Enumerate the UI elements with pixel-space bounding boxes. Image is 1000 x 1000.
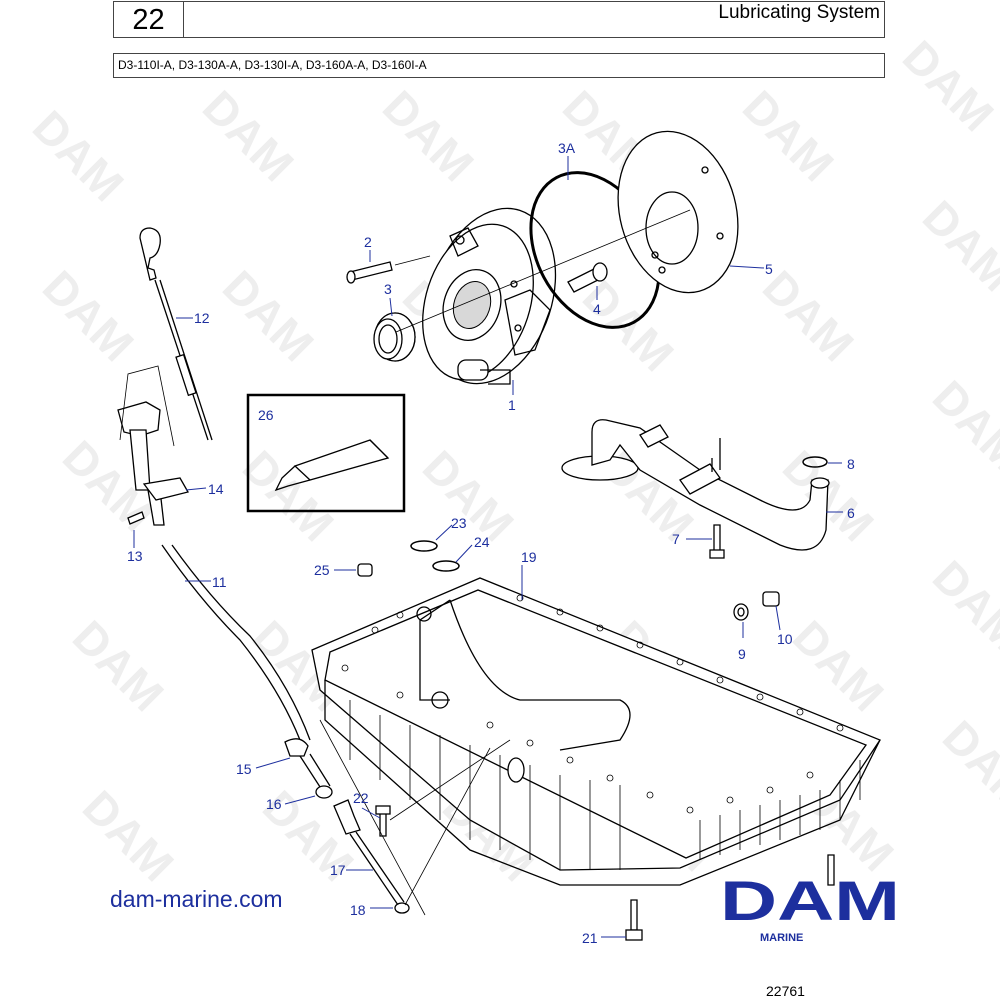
watermark-text: DAM	[33, 260, 144, 371]
bolt-13	[127, 511, 145, 525]
callout-25: 25	[314, 562, 330, 578]
watermark-text: DAM	[923, 370, 1000, 481]
callout-9: 9	[738, 646, 746, 662]
page-title: Lubricating System	[718, 2, 880, 23]
callout-2: 2	[364, 234, 372, 250]
page-number: 22	[132, 4, 165, 36]
washer-9	[733, 603, 749, 621]
o-ring-8	[802, 456, 828, 468]
callout-7: 7	[672, 531, 680, 547]
callout-8: 8	[847, 456, 855, 472]
callout-3: 3	[384, 281, 392, 297]
callout-10: 10	[777, 631, 793, 647]
valve-4	[567, 262, 608, 293]
plug-25	[357, 563, 373, 577]
o-ring-24	[432, 560, 460, 572]
callout-18: 18	[350, 902, 366, 918]
bolt-21	[625, 899, 643, 941]
oil-sump-19	[311, 577, 881, 886]
o-ring-23	[410, 540, 438, 552]
callout-15: 15	[236, 761, 252, 777]
bracket-14	[142, 477, 189, 501]
watermark-text: DAM	[893, 30, 1000, 141]
sealant-tube-26	[274, 439, 390, 492]
website-link[interactable]: dam-marine.com	[110, 886, 283, 912]
callout-labels: 1 2 3 3A 4 5 6 7 8 9 10 11 12 13 14 15 1…	[127, 140, 855, 946]
oil-pump	[422, 207, 557, 385]
callout-leaders	[133, 156, 843, 938]
watermark-text: DAM	[373, 80, 484, 191]
figure-number: 22761	[766, 983, 805, 999]
callout-19: 19	[521, 549, 537, 565]
watermark-text: DAM	[23, 100, 134, 211]
callout-23: 23	[451, 515, 467, 531]
callout-11: 11	[212, 574, 227, 590]
callout-17: 17	[330, 862, 346, 878]
bolt-22	[375, 805, 391, 837]
watermark-text: DAM	[783, 610, 894, 721]
page-number-box: 22	[113, 1, 184, 38]
callout-16: 16	[266, 796, 282, 812]
bolt-7	[709, 524, 725, 559]
dipstick-12	[139, 227, 213, 441]
leader-bracket-lines	[119, 365, 511, 916]
callout-5: 5	[765, 261, 773, 277]
callout-12: 12	[194, 310, 210, 326]
callout-21: 21	[582, 930, 598, 946]
callout-6: 6	[847, 505, 855, 521]
callout-22: 22	[353, 790, 369, 806]
watermark-text: DAM	[923, 550, 1000, 661]
callout-1: 1	[508, 397, 516, 413]
watermark-text: DAM	[733, 80, 844, 191]
callout-26: 26	[258, 407, 274, 423]
watermark-text: DAM	[63, 610, 174, 721]
title-box: Lubricating System	[183, 1, 885, 38]
model-list: D3-110I-A, D3-130A-A, D3-130I-A, D3-160A…	[118, 58, 427, 72]
seal-ring-3	[373, 312, 416, 362]
watermark-text: DAM	[413, 440, 524, 551]
callout-13: 13	[127, 548, 143, 564]
logo-text: DAM	[720, 869, 900, 932]
bolt-20	[827, 854, 835, 886]
drain-plug-10	[762, 591, 780, 607]
callout-3a: 3A	[558, 140, 576, 156]
dam-marine-logo: DAM MARINE	[720, 869, 900, 944]
models-box: D3-110I-A, D3-130A-A, D3-130I-A, D3-160A…	[113, 53, 885, 78]
callout-4: 4	[593, 301, 601, 317]
guide-tube-11	[161, 544, 410, 914]
callout-14: 14	[208, 481, 224, 497]
watermark-text: DAM	[913, 190, 1000, 301]
watermark-text: DAM	[193, 80, 304, 191]
watermark-text: DAM	[933, 710, 1000, 821]
callout-24: 24	[474, 534, 490, 550]
oil-pickup-pipe-6	[561, 419, 830, 551]
bolt-2	[346, 261, 393, 284]
watermark-text: DAM	[73, 780, 184, 891]
watermark-text: DAM	[213, 260, 324, 371]
logo-subtext: MARINE	[760, 932, 803, 944]
insert-box	[246, 393, 406, 513]
